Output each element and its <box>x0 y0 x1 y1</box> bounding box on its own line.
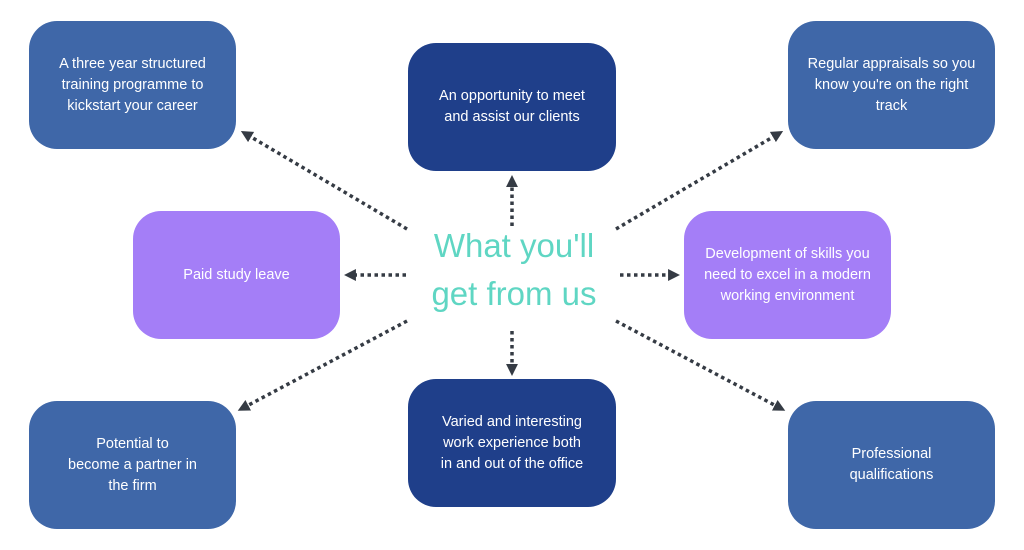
box-training-text: A three year structured training program… <box>59 55 206 114</box>
box-work-experience: Varied and interesting work experience b… <box>408 379 616 507</box>
box-study-leave: Paid study leave <box>133 211 340 339</box>
box-appraisals-text: Regular appraisals so you know you're on… <box>807 55 976 114</box>
box-appraisals: Regular appraisals so you know you're on… <box>788 21 995 149</box>
box-qualifications-text: Professional qualifications <box>849 446 934 483</box>
box-partner-text: Potential to become a partner in the fir… <box>68 435 197 494</box>
box-training: A three year structured training program… <box>29 21 236 149</box>
arrow-to-training <box>240 130 408 231</box>
box-qualifications: Professional qualifications <box>788 401 995 529</box>
box-skills: Development of skills you need to excel … <box>684 211 891 339</box>
arrow-to-partner <box>237 319 408 411</box>
box-clients: An opportunity to meet and assist our cl… <box>408 43 616 171</box>
diagram-title: What you'll get from us <box>431 227 597 312</box>
box-partner: Potential to become a partner in the fir… <box>29 401 236 529</box>
arrow-to-qualifications <box>615 319 786 411</box>
box-work-experience-text: Varied and interesting work experience b… <box>440 413 584 472</box>
box-clients-text: An opportunity to meet and assist our cl… <box>439 88 585 125</box>
box-skills-text: Development of skills you need to excel … <box>704 245 871 304</box>
arrow-to-appraisals <box>615 130 784 231</box>
box-study-leave-text: Paid study leave <box>183 266 290 283</box>
